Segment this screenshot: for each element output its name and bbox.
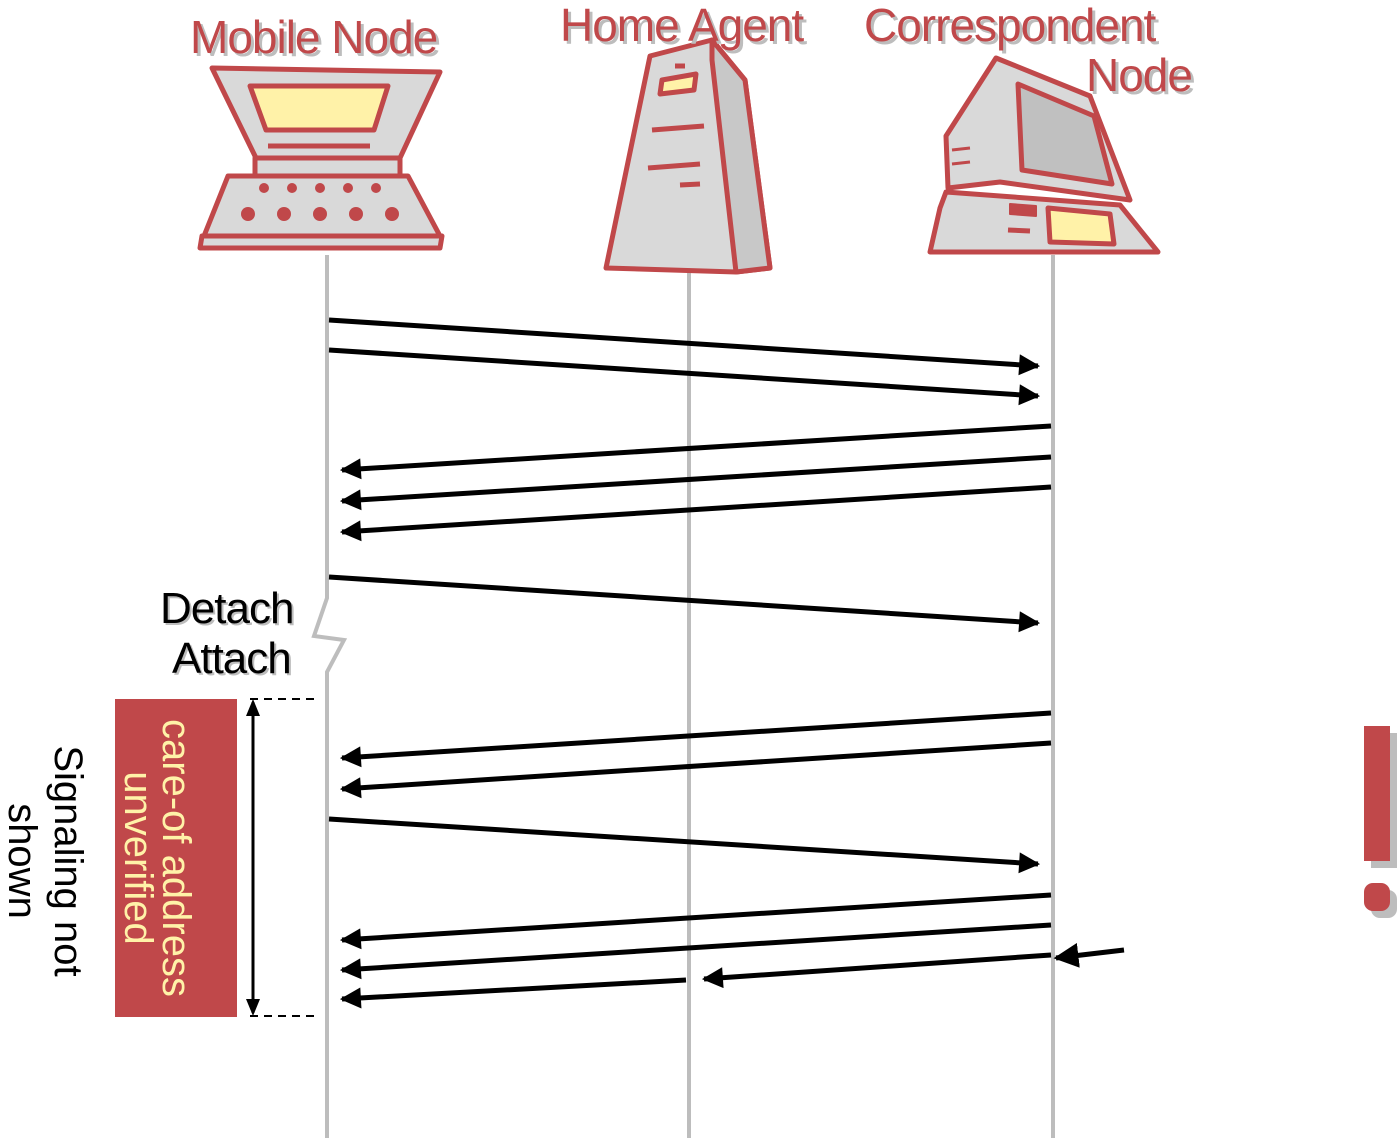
mobile-node-lifeline	[311, 255, 348, 1138]
message-arrow	[339, 892, 1052, 950]
message-arrow	[339, 484, 1052, 542]
message-arrow	[701, 952, 1052, 989]
signaling-label-line1: Signaling not	[46, 745, 90, 977]
server-tower-icon	[603, 37, 773, 275]
incoming-arrow	[1053, 942, 1125, 968]
message-arrow	[339, 423, 1052, 480]
signaling-label-line2: shown	[0, 803, 44, 919]
mobile-node-title: Mobile Node	[190, 11, 438, 63]
attach-label: Attach	[172, 634, 292, 683]
message-arrow	[339, 922, 1052, 980]
message-arrow	[339, 710, 1052, 768]
correspondent-node-title-line1: Correspondent	[864, 0, 1156, 51]
unverified-label: unverified	[116, 771, 160, 945]
correspondent-node-title-line2: Node	[1086, 49, 1193, 101]
unverified-interval	[246, 698, 320, 1017]
desktop-computer-icon	[927, 55, 1161, 255]
message-arrow	[339, 454, 1052, 511]
laptop-icon	[197, 65, 445, 251]
message-arrow	[339, 977, 687, 1009]
message-arrows	[328, 317, 1125, 1009]
exclamation-icon	[1364, 726, 1397, 918]
detach-label: Detach	[160, 584, 294, 633]
message-arrow	[328, 347, 1041, 406]
message-arrow	[328, 317, 1041, 376]
message-arrow	[339, 740, 1052, 799]
message-arrow	[328, 816, 1041, 874]
message-arrow	[328, 574, 1041, 633]
home-agent-title: Home Agent	[560, 0, 804, 51]
care-of-address-box	[115, 699, 237, 1017]
